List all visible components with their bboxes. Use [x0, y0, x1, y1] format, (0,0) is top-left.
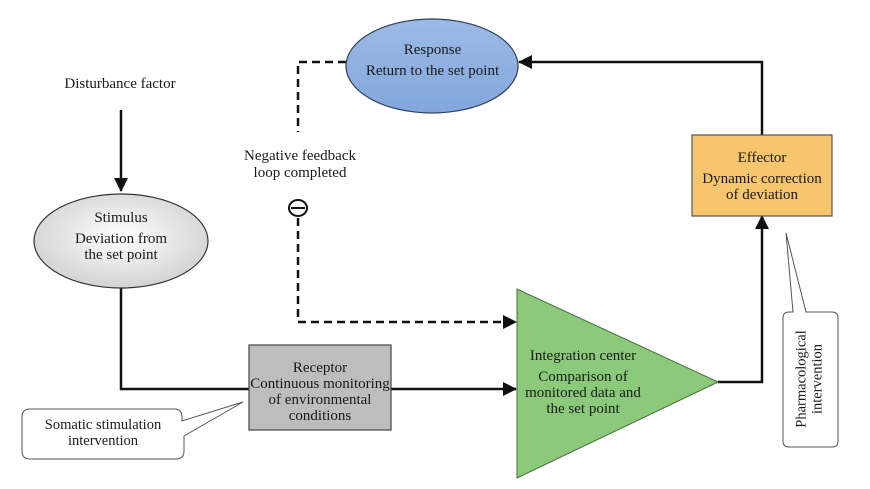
somatic-line-2: intervention	[67, 433, 139, 449]
integration-title: Integration center	[529, 348, 637, 364]
edge-response-feedback-dashed-top	[296, 60, 346, 132]
response-title: Response	[403, 42, 462, 58]
receptor-desc-1: Continuous monitoring	[250, 376, 390, 392]
pharmacological-callout-shape	[782, 232, 839, 448]
receptor-node-shape	[248, 344, 392, 431]
feedback-line-1: Negative feedback	[243, 148, 357, 164]
integration-desc-1: Comparison of	[538, 369, 628, 385]
receptor-title: Receptor	[292, 360, 348, 376]
edge-integration-to-effector	[718, 215, 769, 384]
integration-node: Integration center Comparison of monitor…	[519, 348, 647, 417]
receptor-node: Receptor Continuous monitoring of enviro…	[249, 360, 391, 424]
negative-feedback-label: Negative feedback loop completed	[225, 148, 375, 182]
integration-desc-2: monitored data and	[525, 385, 641, 401]
somatic-callout: Somatic stimulation intervention	[22, 417, 184, 449]
disturbance-factor-text: Disturbance factor	[64, 76, 176, 92]
response-node: Response Return to the set point	[350, 42, 515, 79]
response-node-shape	[345, 18, 519, 114]
edge-stimulus-to-receptor	[119, 288, 250, 391]
feedback-line-2: loop completed	[253, 165, 347, 181]
effector-desc-1: Dynamic correction	[702, 171, 822, 187]
pharmacological-line-2: intervention	[809, 343, 826, 415]
stimulus-desc-1: Deviation from	[74, 231, 168, 247]
pharmacological-line-1: Pharmacological	[793, 330, 810, 428]
effector-node: Effector Dynamic correction of deviation	[692, 150, 832, 203]
somatic-callout-shape	[21, 401, 244, 460]
stimulus-desc-2: the set point	[84, 247, 158, 263]
integration-node-shape	[516, 288, 720, 479]
effector-desc-2: of deviation	[725, 187, 799, 203]
edge-feedback-to-integration-dashed	[296, 218, 517, 329]
edge-effector-to-response	[518, 55, 764, 136]
stimulus-node-shape	[33, 193, 209, 289]
integration-desc-3: the set point	[546, 401, 620, 417]
receptor-desc-2: of environmental	[268, 392, 372, 408]
effector-title: Effector	[737, 150, 787, 166]
receptor-desc-3: conditions	[288, 408, 352, 424]
response-desc: Return to the set point	[365, 63, 500, 79]
stimulus-node: Stimulus Deviation from the set point	[46, 210, 196, 263]
somatic-line-1: Somatic stimulation	[44, 417, 162, 433]
pharmacological-callout: Pharmacological intervention	[794, 312, 826, 447]
minus-symbol-icon	[288, 199, 308, 217]
effector-node-shape	[691, 134, 833, 217]
disturbance-factor-label: Disturbance factor	[50, 76, 190, 93]
stimulus-title: Stimulus	[94, 210, 148, 226]
